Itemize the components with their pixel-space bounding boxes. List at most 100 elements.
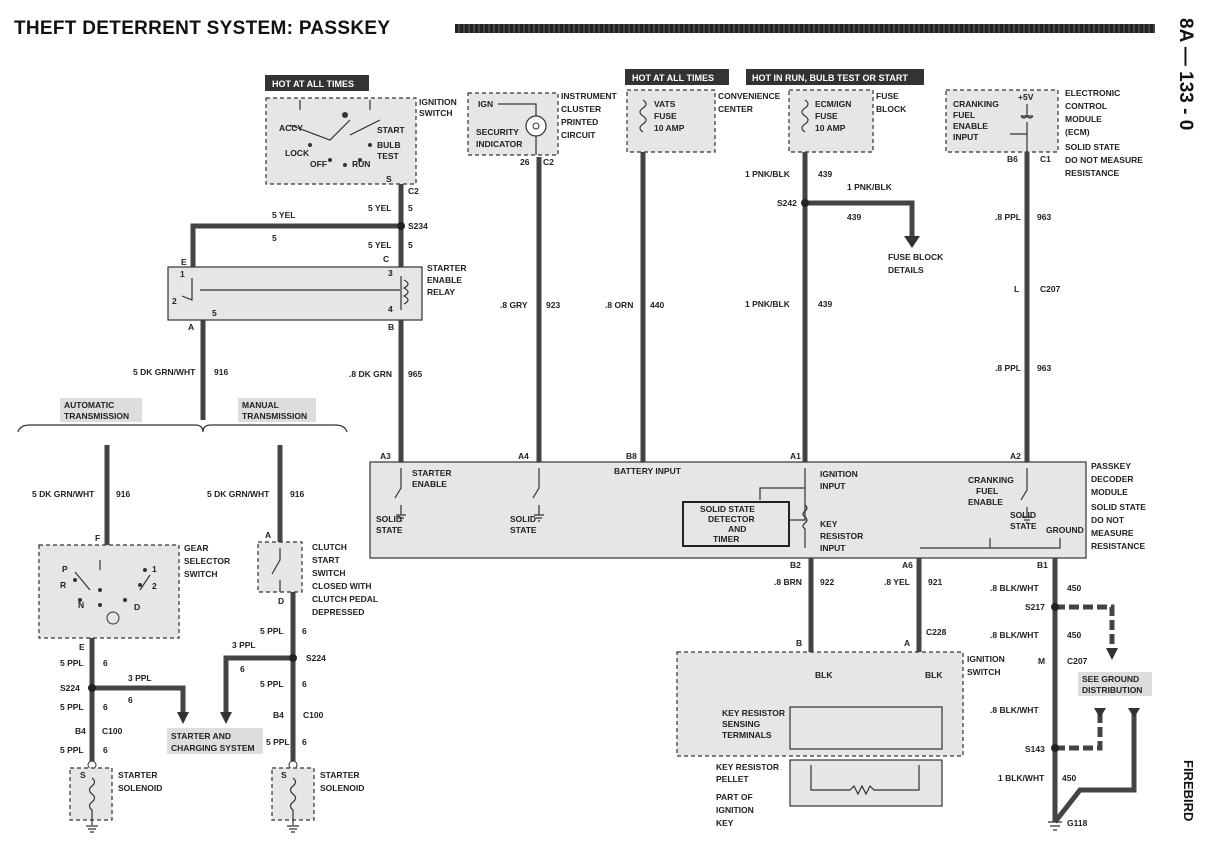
clutch-name-3: SWITCH [312, 568, 346, 578]
lbl-5-ppl-b: 5 PPL [60, 702, 84, 712]
lbl-dk-grn-wht-l: 5 DK GRN/WHT [32, 489, 95, 499]
auto-trans-bg [60, 398, 142, 422]
ecm-pin-b6: B6 [1007, 154, 1018, 164]
c207b-pin-m: M [1038, 656, 1045, 666]
gear-1: 1 [152, 564, 157, 574]
ecm-name-7: RESISTANCE [1065, 168, 1119, 178]
splice-s224b: S224 [306, 653, 326, 663]
hot3-text: HOT IN RUN, BULB TEST OR START [752, 73, 908, 83]
cluster-pin-26: 26 [520, 157, 530, 167]
conn-c207a: C207 [1040, 284, 1061, 294]
dec-state-2: STATE [510, 525, 537, 535]
lbl-5-ppl-a: 5 PPL [60, 658, 84, 668]
splice-s217: S217 [1025, 602, 1045, 612]
lbl-6-h: 6 [302, 737, 307, 747]
conn-c2-ign: C2 [408, 186, 419, 196]
auto-trans-2: TRANSMISSION [64, 411, 129, 421]
dec-key-res-1: KEY [820, 519, 838, 529]
lbl-pnk-blk-c: 1 PNK/BLK [745, 299, 791, 309]
lower-sensing-3: TERMINALS [722, 730, 772, 740]
lbl-gry: .8 GRY [500, 300, 528, 310]
pos-accy: ACCY [279, 123, 303, 133]
ground-g118: G118 [1067, 818, 1088, 828]
clutch-name-6: DEPRESSED [312, 607, 364, 617]
dec-pin-b2: B2 [790, 560, 801, 570]
relay-pin-3: 3 [388, 268, 393, 278]
solenoid-right-1: STARTER [320, 770, 360, 780]
wire-auto-3-ppl [92, 685, 186, 712]
dec-name-5: DO NOT [1091, 515, 1125, 525]
instrument-cluster: IGN SECURITY INDICATOR INSTRUMENT CLUSTE… [467, 91, 618, 167]
dec-state-1: STATE [376, 525, 403, 535]
lower-pin-b: B [796, 638, 802, 648]
fuse-block-details-2: DETAILS [888, 265, 924, 275]
lbl-blk-wht-a: .8 BLK/WHT [990, 583, 1039, 593]
dec-detector-3: AND [728, 524, 746, 534]
wire-ground-branch [1055, 604, 1115, 648]
conv-center-1: CONVENIENCE [718, 91, 781, 101]
ecm-name-6: DO NOT MEASURE [1065, 155, 1143, 165]
dec-pin-b1: B1 [1037, 560, 1048, 570]
lbl-dk-grn: .8 DK GRN [349, 369, 392, 379]
ground-arrow [1106, 648, 1118, 660]
cluster-conn-c2: C2 [543, 157, 554, 167]
dec-detector-2: DETECTOR [708, 514, 755, 524]
cluster-name-2: CLUSTER [561, 104, 601, 114]
ecm-input-2: FUEL [953, 110, 975, 120]
lower-ign-name-2: SWITCH [967, 667, 1001, 677]
lbl-922: 922 [820, 577, 834, 587]
lbl-963-b: 963 [1037, 363, 1051, 373]
lbl-6-c: 6 [103, 745, 108, 755]
wire-manual-3-ppl [223, 655, 293, 712]
see-ground-1: SEE GROUND [1082, 674, 1139, 684]
relay-pin-a: A [188, 322, 194, 332]
starter-enable-relay: E 1 3 2 4 5 A B STARTER ENABLE RELAY [167, 257, 467, 332]
dec-solid-1: SOLID [376, 514, 402, 524]
solenoid-pin-right: S [281, 770, 287, 780]
lower-pin-a: A [904, 638, 910, 648]
lbl-5-yel-a: 5 YEL [272, 210, 295, 220]
relay-pin-1: 1 [180, 269, 185, 279]
lbl-965: 965 [408, 369, 422, 379]
dec-ign-input-1: IGNITION [820, 469, 858, 479]
auto-trans-1: AUTOMATIC [64, 400, 114, 410]
splice-s242: S242 [777, 198, 797, 208]
lbl-6-b: 6 [103, 702, 108, 712]
hot-in-run-tag: HOT IN RUN, BULB TEST OR START [746, 69, 924, 85]
pellet-2: PELLET [716, 774, 749, 784]
ecm-conn-c1: C1 [1040, 154, 1051, 164]
clutch-pin-b4: B4 [273, 710, 284, 720]
gear-p: P [62, 564, 68, 574]
lbl-dk-grn-wht: 5 DK GRN/WHT [133, 367, 196, 377]
fuse-block-1: FUSE [876, 91, 899, 101]
fuse-block-2: BLOCK [876, 104, 907, 114]
dec-ign-input-2: INPUT [820, 481, 846, 491]
manual-trans-1: MANUAL [242, 400, 279, 410]
hot-at-all-times-tag-1: HOT AT ALL TIMES [265, 75, 369, 91]
dec-key-res-3: INPUT [820, 543, 846, 553]
see-ground-bg [1078, 672, 1152, 696]
pos-run: RUN [352, 159, 370, 169]
dec-pin-a1: A1 [790, 451, 801, 461]
relay-pin-5: 5 [212, 308, 217, 318]
gear-n: N [78, 600, 84, 610]
splice-s143: S143 [1025, 744, 1045, 754]
dec-detector-1: SOLID STATE [700, 504, 755, 514]
dec-name-4: SOLID STATE [1091, 502, 1146, 512]
lbl-6-d: 6 [128, 695, 133, 705]
lbl-5-a: 5 [272, 233, 277, 243]
ignition-switch-top: ACCY START LOCK BULB TEST OFF RUN S IGNI… [265, 97, 457, 185]
pos-test: TEST [377, 151, 400, 161]
lower-sensing-1: KEY RESISTOR [722, 708, 785, 718]
fuse-block-details-1: FUSE BLOCK [888, 252, 944, 262]
lbl-6-e: 6 [240, 664, 245, 674]
dec-starter-2: ENABLE [412, 479, 447, 489]
lbl-pin-c: C [383, 254, 389, 264]
see-ground-2: DISTRIBUTION [1082, 685, 1142, 695]
pos-off: OFF [310, 159, 327, 169]
dec-solid-2: SOLID [510, 514, 536, 524]
hot1-text: HOT AT ALL TIMES [272, 79, 354, 89]
solenoid-right-2: SOLENOID [320, 783, 364, 793]
ecm-input-1: CRANKING [953, 99, 999, 109]
ecm-ign-fuse-box: ECM/IGN FUSE 10 AMP FUSE BLOCK [788, 89, 907, 153]
